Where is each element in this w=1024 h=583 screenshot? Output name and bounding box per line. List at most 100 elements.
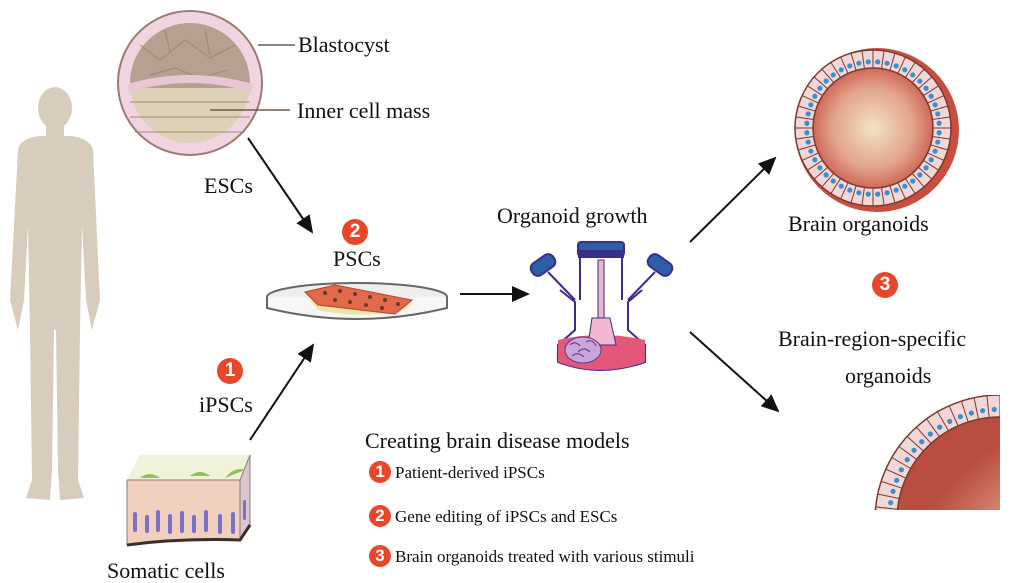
cell-nucleus-star xyxy=(887,512,892,517)
label-region-organoids: organoids xyxy=(845,363,932,388)
badge-2-pscs: 2 xyxy=(342,219,368,245)
label-brain-organoids: Brain organoids xyxy=(788,211,929,236)
cell-nucleus-star xyxy=(838,67,844,73)
cell-border xyxy=(930,144,948,151)
cell-border xyxy=(886,562,906,571)
cell-border xyxy=(960,400,969,423)
label-inner-cell-mass: Inner cell mass xyxy=(297,98,431,123)
cell-nucleus-star xyxy=(847,63,853,69)
legend-item-text: Patient-derived iPSCs xyxy=(395,462,545,482)
cell-nucleus-star xyxy=(808,102,814,108)
badge-1-ipscs: 1 xyxy=(217,358,243,384)
cell-nucleus-star xyxy=(899,568,904,573)
cell-nucleus-star xyxy=(957,414,963,420)
cell-nucleus-star xyxy=(935,111,941,117)
cell-nucleus-star xyxy=(856,190,862,196)
cell-border xyxy=(911,173,925,188)
label-brain-region-specific: Brain-region-specific xyxy=(778,326,967,351)
cell-nucleus-star xyxy=(928,157,934,163)
cell-border xyxy=(875,506,898,510)
cell-nucleus-star xyxy=(980,408,986,414)
cell-nucleus-star xyxy=(805,139,811,145)
cell-nucleus-star xyxy=(887,523,892,528)
cell-border xyxy=(840,182,849,200)
cell-nucleus-star xyxy=(805,111,811,117)
cell-border xyxy=(830,178,841,194)
arrow-flask-to-organoids xyxy=(689,156,777,243)
blastocyst-icon xyxy=(117,10,295,156)
cell-border xyxy=(801,152,819,161)
cell-border xyxy=(906,435,924,452)
petri-dish-icon xyxy=(266,282,448,320)
cell-border xyxy=(923,160,939,171)
cell-border xyxy=(1011,396,1013,418)
cell-nucleus-star xyxy=(935,139,941,145)
cell-nucleus-star xyxy=(856,60,862,66)
cell-border xyxy=(798,105,816,112)
cell-nucleus-star xyxy=(865,191,871,197)
cell-border xyxy=(905,62,916,78)
legend-item-text: Brain organoids treated with various sti… xyxy=(395,546,695,566)
arrow-escs-to-pscs xyxy=(247,137,314,234)
badge-3: 3 xyxy=(369,545,391,567)
cell-nucleus-star xyxy=(894,557,899,562)
label-blastocyst: Blastocyst xyxy=(298,32,390,57)
arrow-ipscs-to-pscs xyxy=(249,343,315,441)
cell-nucleus-star xyxy=(917,78,923,84)
cell-border xyxy=(876,531,898,533)
cell-border xyxy=(795,116,814,120)
cell-nucleus-star xyxy=(823,172,829,178)
cell-border xyxy=(881,50,885,69)
cell-border xyxy=(807,85,823,96)
cell-border xyxy=(932,136,951,140)
cell-nucleus-star xyxy=(928,93,934,99)
cell-nucleus-star xyxy=(804,130,810,136)
cell-border xyxy=(897,182,906,200)
cell-nucleus-star xyxy=(947,418,953,424)
cell-nucleus-star xyxy=(991,406,997,413)
cell-nucleus-star xyxy=(898,467,904,473)
legend-item: 1 Patient-derived iPSCs xyxy=(369,461,545,483)
cell-nucleus-star xyxy=(932,102,938,108)
legend-title: Creating brain disease models xyxy=(365,428,630,453)
cell-border xyxy=(885,468,907,479)
cell-border xyxy=(881,552,902,559)
cell-border xyxy=(891,457,912,469)
cell-border xyxy=(973,397,980,420)
cell-nucleus-star xyxy=(817,165,823,171)
cell-border xyxy=(927,152,945,161)
cell-nucleus-star xyxy=(936,130,942,136)
cell-nucleus-star xyxy=(917,172,923,178)
cell-border xyxy=(937,411,949,432)
cell-nucleus-star xyxy=(910,178,916,184)
human-silhouette-icon xyxy=(10,87,100,500)
cell-border xyxy=(880,480,903,489)
cell-border xyxy=(918,76,933,90)
cell-border xyxy=(897,56,906,74)
cell-nucleus-star xyxy=(893,187,899,193)
cell-border xyxy=(927,95,945,104)
cell-nucleus-star xyxy=(888,535,893,540)
cell-border xyxy=(898,446,917,460)
region-organoid-icon xyxy=(874,395,1013,583)
legend-item-text: Gene editing of iPSCs and ESCs xyxy=(395,506,618,526)
cell-border xyxy=(918,166,933,180)
cell-nucleus-star xyxy=(919,439,925,445)
cell-nucleus-star xyxy=(923,85,929,91)
cell-nucleus-star xyxy=(865,59,871,65)
cell-nucleus-star xyxy=(812,93,818,99)
cell-nucleus-star xyxy=(923,165,929,171)
cell-nucleus-star xyxy=(890,488,896,494)
cell-nucleus-star xyxy=(905,578,910,582)
cell-nucleus-star xyxy=(847,187,853,193)
cell-border xyxy=(892,572,911,583)
cell-border xyxy=(813,166,828,180)
arrow-flask-to-region xyxy=(689,331,780,413)
cell-nucleus-star xyxy=(875,59,881,65)
cell-nucleus-star xyxy=(1003,407,1008,412)
cell-nucleus-star xyxy=(910,72,916,78)
cell-border xyxy=(861,187,865,206)
cell-border xyxy=(889,53,896,71)
label-organoid-growth: Organoid growth xyxy=(497,203,648,228)
